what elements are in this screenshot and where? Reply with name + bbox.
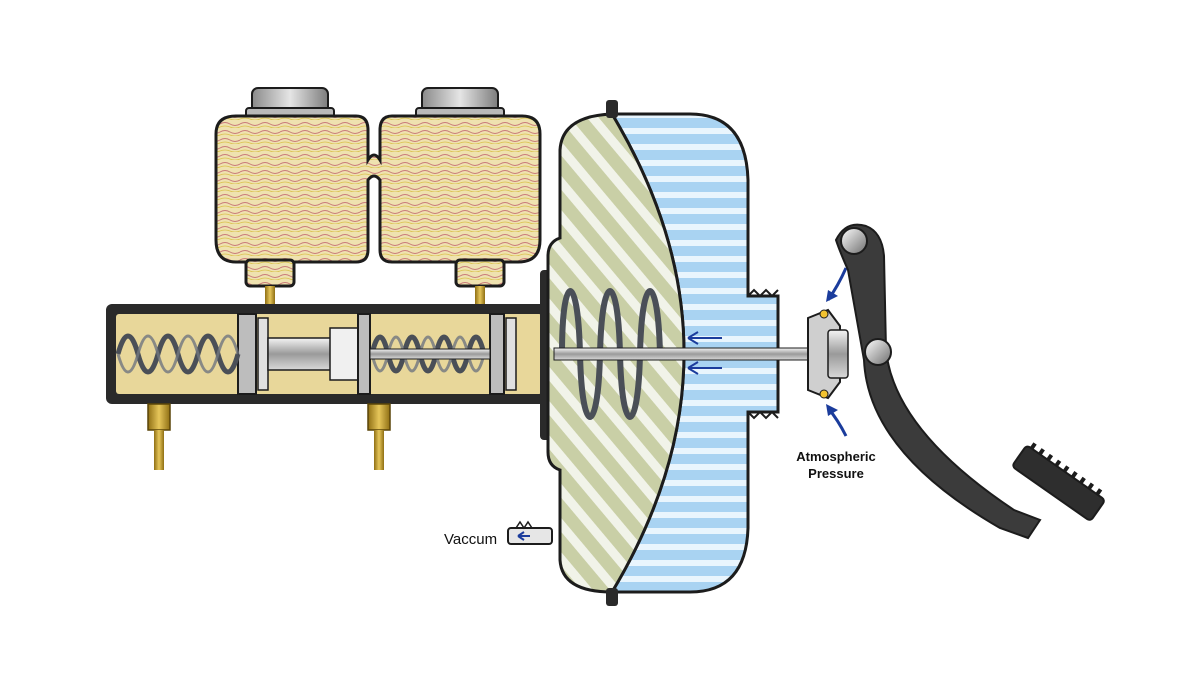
feed-port-front [265, 286, 275, 308]
booster-push-rod [553, 347, 827, 361]
feed-port-rear [475, 286, 485, 308]
booster-rim-top [606, 100, 618, 118]
atmospheric-label-line1: Atmospheric [796, 449, 875, 464]
secondary-piston [357, 313, 517, 395]
brake-booster [507, 100, 849, 606]
brake-line-fitting-rear [367, 403, 391, 470]
reservoir-cap-icon [245, 87, 335, 119]
air-valve [807, 308, 849, 400]
brake-pedal [834, 223, 1105, 540]
brake-line-fitting-front [147, 403, 171, 470]
vacuum-port [507, 520, 553, 545]
pedal-rod-pin [864, 338, 892, 366]
pedal-arm [834, 223, 1042, 540]
reservoir [214, 87, 542, 308]
booster-neck-threads [747, 288, 779, 420]
booster-rim-bottom [606, 588, 618, 606]
flow-arrow-icon [687, 361, 722, 375]
atmospheric-arrow-icon [826, 404, 848, 437]
master-cylinder [106, 270, 554, 470]
primary-piston [237, 313, 359, 395]
reservoir-body [214, 114, 542, 264]
reservoir-cap-icon [415, 87, 505, 119]
diaphragm-spring [559, 288, 663, 420]
pedal-pivot [840, 227, 868, 255]
atmospheric-label-line2: Pressure [808, 466, 864, 481]
reservoir-neck-rear [454, 258, 506, 288]
valve-seal-bottom [819, 389, 829, 399]
reservoir-neck-front [244, 258, 296, 288]
vacuum-label: Vaccum [444, 531, 497, 548]
valve-seal-top [819, 309, 829, 319]
flow-arrow-icon [687, 331, 722, 345]
atmospheric-arrow-icon [826, 267, 848, 302]
pedal-pad [1012, 442, 1105, 521]
intermediate-rod [369, 348, 491, 360]
